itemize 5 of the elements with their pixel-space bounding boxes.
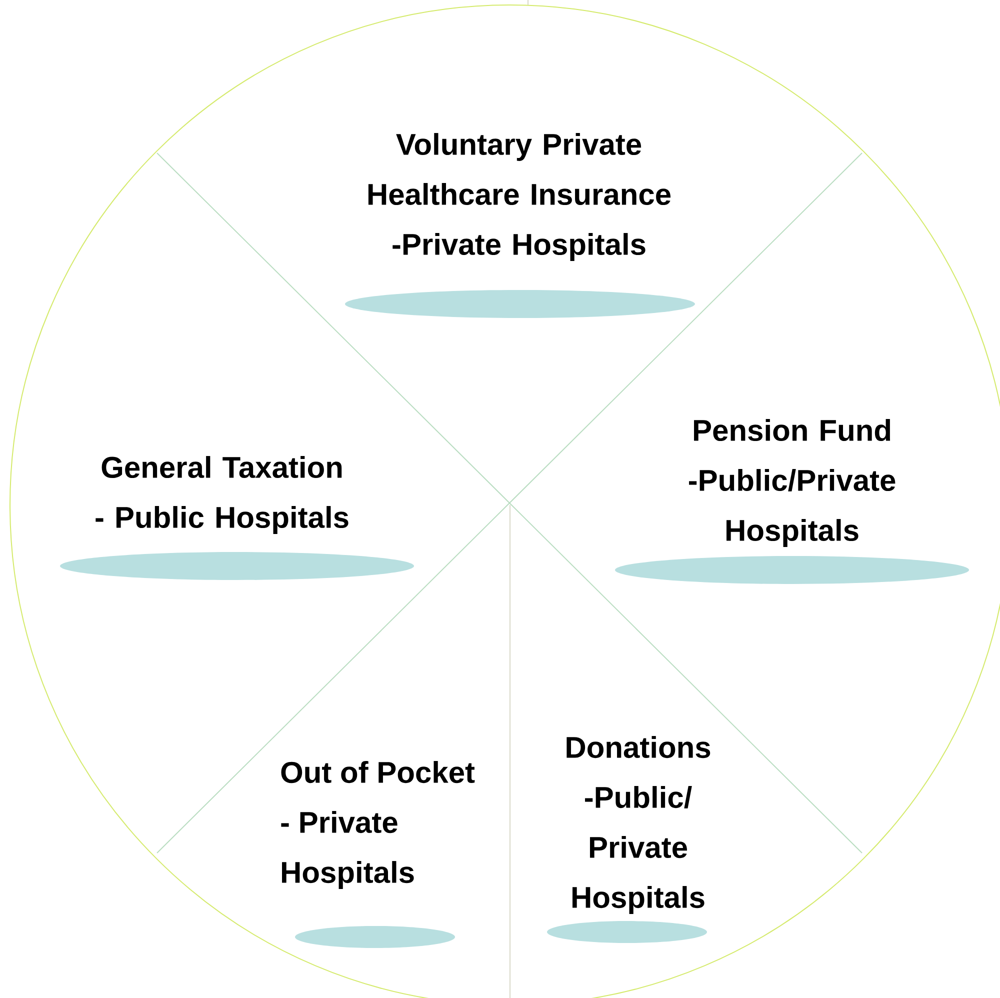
sector-label: Out of Pocket - Private Hospitals xyxy=(281,761,475,889)
sector-label: Voluntary Private Healthcare Insurance -Private Hospitals xyxy=(368,133,671,261)
sector-label: General Taxation - Public Hospitals xyxy=(96,456,348,534)
sector-label: Pension Fund -Public/Private Hospitals xyxy=(688,419,896,547)
sector-label: Donations -Public/ Private Hospitals xyxy=(566,736,710,914)
